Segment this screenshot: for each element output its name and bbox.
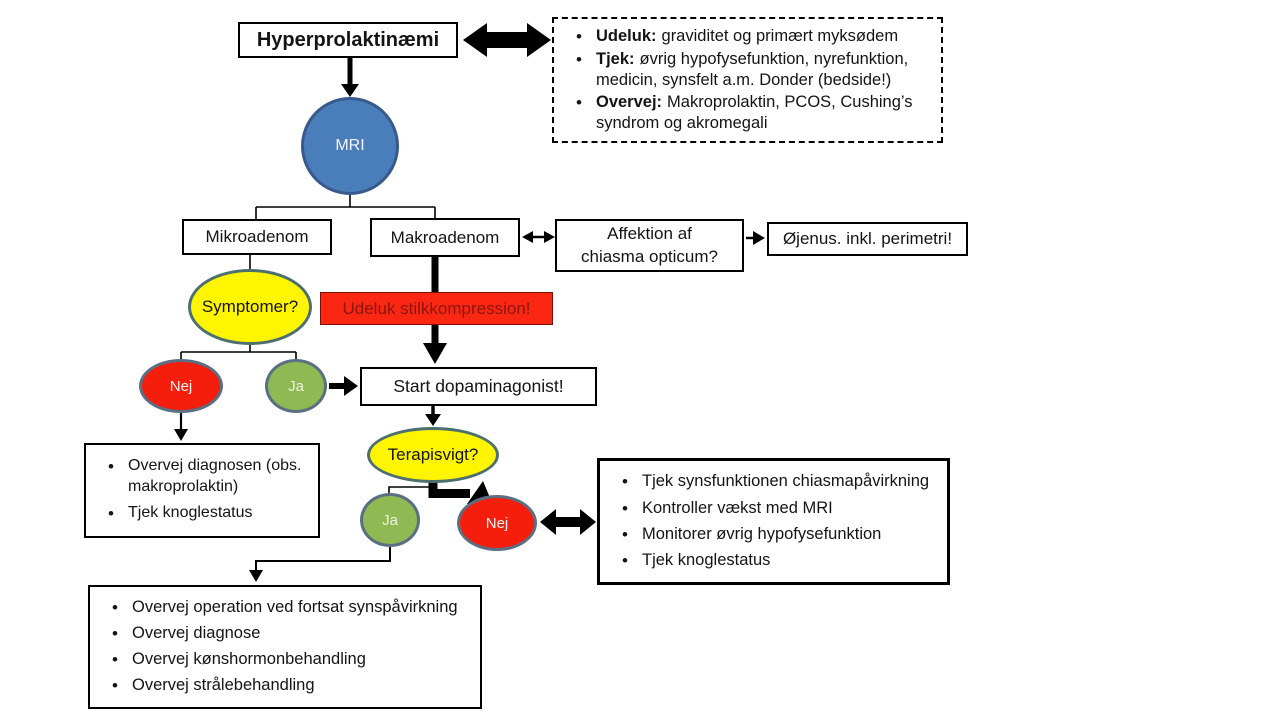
item-lead: Overvej: — [596, 92, 663, 111]
list-item-text: Tjek knoglestatus — [642, 550, 771, 569]
item-body: graviditet og primært myksødem — [661, 26, 899, 45]
ja-node-symptomer: Ja — [265, 359, 327, 413]
workup-info-box: Udeluk:graviditet og primært myksødem Tj… — [552, 17, 943, 143]
ojenus-node: Øjenus. inkl. perimetri! — [767, 222, 968, 256]
list-item: Tjek synsfunktionen chiasmapåvirkning — [608, 471, 939, 493]
left-advice-box: Overvej diagnosen (obs. makroprolaktin) … — [84, 443, 320, 538]
list-item-text: Tjek knoglestatus — [128, 503, 253, 521]
list-item: Overvej diagnosen (obs. makroprolaktin) — [94, 456, 310, 497]
makroadenom-label: Makroadenom — [390, 227, 500, 247]
list-item-text: Overvej diagnose — [132, 624, 261, 643]
list-item-text: Overvej diagnosen (obs. makroprolaktin) — [128, 457, 302, 495]
list-item: Overvej:Makroprolaktin, PCOS, Cushing’s … — [562, 92, 933, 134]
list-item: Overvej diagnose — [98, 623, 472, 645]
ja-label: Ja — [288, 377, 304, 395]
list-item-text: Overvej:Makroprolaktin, PCOS, Cushing’s … — [596, 92, 933, 134]
list-item-text: Tjek:øvrig hypofysefunktion, nyrefunktio… — [596, 49, 933, 91]
affektion-label: Affektion af chiasma opticum? — [580, 224, 718, 266]
nej-label: Nej — [169, 377, 193, 395]
title-node: Hyperprolaktinæmi — [238, 22, 458, 58]
udeluk-stilkkompression-node: Udeluk stilkkompression! — [320, 292, 553, 325]
bottom-options-box: Overvej operation ved fortsat synspåvirk… — [88, 585, 482, 709]
list-item: Overvej operation ved fortsat synspåvirk… — [98, 597, 472, 619]
arrow-ja2-to-bottombox — [249, 547, 391, 582]
nej-node-symptomer: Nej — [139, 359, 223, 413]
list-item: Udeluk:graviditet og primært myksødem — [562, 26, 933, 48]
affektion-node: Affektion af chiasma opticum? — [555, 219, 744, 272]
start-dopaminagonist-node: Start dopaminagonist! — [360, 367, 597, 406]
arrow-title-to-mri — [341, 58, 359, 97]
list-item: Overvej kønshormonbehandling — [98, 649, 472, 671]
list-item-text: Monitorer øvrig hypofysefunktion — [642, 524, 882, 543]
ojenus-label: Øjenus. inkl. perimetri! — [782, 229, 953, 248]
nej-label: Nej — [485, 514, 509, 532]
list-item: Monitorer øvrig hypofysefunktion — [608, 524, 939, 546]
double-arrow-makro-affektion — [522, 231, 555, 243]
right-monitoring-box: Tjek synsfunktionen chiasmapåvirkning Ko… — [597, 458, 950, 585]
item-body: Makroprolaktin, PCOS, Cushing’s syndrom … — [596, 92, 913, 132]
start-dopaminagonist-label: Start dopaminagonist! — [393, 376, 564, 396]
ja-label: Ja — [382, 511, 398, 529]
double-arrow-title-info — [463, 23, 551, 57]
list-item-text: Tjek synsfunktionen chiasmapåvirkning — [642, 472, 930, 491]
list-item: Overvej strålebehandling — [98, 675, 472, 697]
arrow-start-to-terapisvigt — [425, 406, 441, 426]
arrow-nej1-to-leftbox — [174, 413, 188, 441]
list-item-text: Overvej strålebehandling — [132, 676, 315, 694]
nej-node-terapisvigt: Nej — [457, 495, 537, 551]
mri-node: MRI — [301, 97, 399, 195]
symptomer-label: Symptomer? — [201, 297, 299, 316]
item-body: øvrig hypofysefunktion, nyrefunktion, me… — [596, 49, 909, 89]
mikroadenom-label: Mikroadenom — [205, 227, 309, 246]
list-item-text: Kontroller vækst med MRI — [642, 498, 833, 517]
list-item-text: Overvej operation ved fortsat synspåvirk… — [132, 598, 458, 617]
makroadenom-node: Makroadenom — [370, 218, 520, 257]
list-item: Tjek knoglestatus — [608, 550, 939, 572]
arrow-affektion-to-ojenus — [746, 231, 765, 245]
branch-symptomer-ja-nej — [180, 345, 297, 360]
double-arrow-nej2-rightbox — [540, 509, 596, 535]
terapisvigt-node: Terapisvigt? — [367, 427, 499, 483]
terapisvigt-label: Terapisvigt? — [387, 445, 479, 464]
mikroadenom-node: Mikroadenom — [182, 219, 332, 255]
thick-arrow-ja1-to-start — [329, 376, 358, 396]
item-lead: Tjek: — [596, 49, 635, 68]
branch-mri-adenomas — [255, 195, 436, 219]
list-item-text: Overvej kønshormonbehandling — [132, 650, 366, 669]
symptomer-node: Symptomer? — [188, 269, 312, 345]
item-lead: Udeluk: — [596, 26, 657, 45]
list-item: Tjek:øvrig hypofysefunktion, nyrefunktio… — [562, 49, 933, 91]
title-label: Hyperprolaktinæmi — [256, 28, 440, 51]
list-item-text: Udeluk:graviditet og primært myksødem — [596, 26, 898, 47]
udeluk-stilkkompression-label: Udeluk stilkkompression! — [342, 298, 531, 318]
list-item: Tjek knoglestatus — [94, 503, 310, 525]
list-item: Kontroller vækst med MRI — [608, 498, 939, 520]
mri-label: MRI — [335, 137, 365, 154]
ja-node-terapisvigt: Ja — [360, 493, 420, 547]
